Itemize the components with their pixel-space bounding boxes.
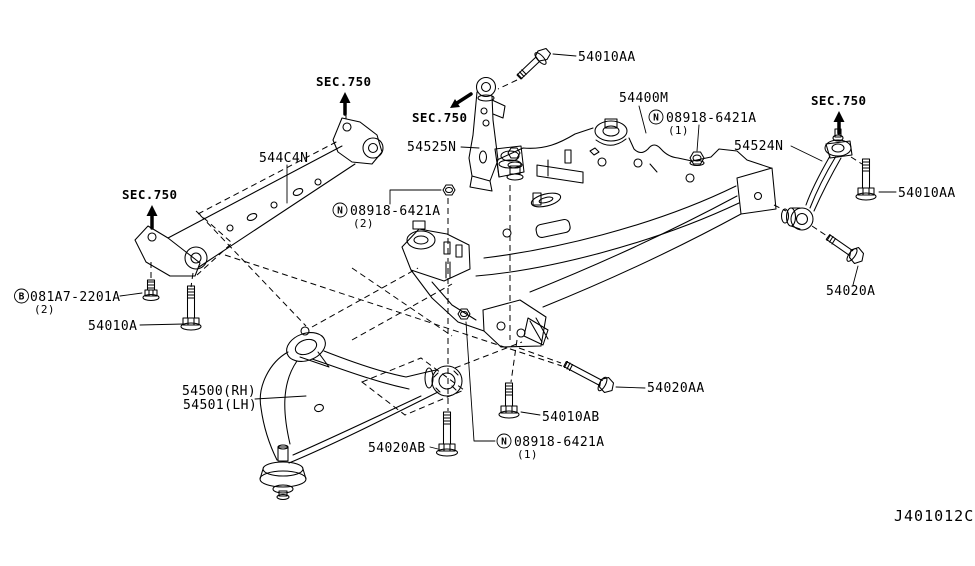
label-54010ab: 54010AB [542, 410, 600, 425]
bolt-081a7-qty: (2) [34, 303, 55, 316]
section-arrows [146, 92, 845, 230]
sec750-mid-arrow [450, 92, 473, 108]
suspension-member-54400m-drawing [401, 118, 777, 348]
bolt-54020aa-drawing [563, 360, 615, 394]
label-nut-upper: N 08918-6421A (1) [648, 109, 757, 137]
label-54020a: 54020A [826, 284, 875, 299]
label-54020aa: 54020AA [647, 381, 705, 396]
nut-upper-number: 08918-6421A [666, 111, 757, 126]
diagram-code: J401012C [894, 507, 974, 525]
bolt-54020a-drawing [825, 234, 865, 265]
label-54525n: 54525N [407, 140, 456, 155]
label-54500rh: 54500(RH) [182, 384, 256, 399]
label-bolt-081a7: B 081A7-2201A (2) [14, 288, 121, 316]
label-54501lh: 54501(LH) [183, 398, 257, 413]
nut-lower-prefix: N [501, 437, 507, 448]
label-54010a: 54010A [88, 319, 137, 334]
leader-lines [119, 53, 897, 450]
nut-center-qty: (2) [353, 217, 374, 230]
label-54010aa-top: 54010AA [578, 50, 636, 65]
label-nut-lower: N 08918-6421A (1) [496, 433, 605, 461]
label-54524n: 54524N [734, 139, 783, 154]
part-labels: SEC.750 SEC.750 SEC.750 SEC.750 54010AA … [14, 50, 974, 525]
gusset-bracket-54525n-drawing [468, 76, 524, 192]
bolt-54010a-drawing [180, 285, 202, 331]
label-sec750-right: SEC.750 [811, 93, 866, 108]
label-sec750-mid: SEC.750 [412, 110, 467, 125]
bolt-54010aa-top-drawing [516, 47, 552, 80]
label-sec750-left: SEC.750 [122, 187, 177, 202]
nut-08918-lower-drawing [457, 308, 471, 320]
label-54010aa-right: 54010AA [898, 186, 956, 201]
nut-08918-upper-drawing [689, 151, 705, 167]
bolt-54010ab-drawing [498, 382, 520, 419]
label-54020ab: 54020AB [368, 441, 426, 456]
crossmember-544c4n-drawing [134, 117, 384, 277]
nut-center-prefix: N [337, 206, 343, 217]
nut-lower-number: 08918-6421A [514, 435, 605, 450]
label-544c4n: 544C4N [259, 151, 308, 166]
bolt-081a7-number: 081A7-2201A [30, 290, 121, 305]
alignment-dashed-lines [150, 79, 863, 416]
nut-08918-center-drawing [442, 184, 456, 196]
label-54400m: 54400M [619, 91, 668, 106]
bolt-081a7-drawing [142, 279, 160, 302]
sec750-top-arrow [339, 92, 351, 116]
sec750-right-arrow [833, 111, 845, 135]
nut-lower-qty: (1) [517, 448, 538, 461]
label-nut-center: N 08918-6421A (2) [332, 202, 441, 230]
nut-center-number: 08918-6421A [350, 204, 441, 219]
bolt-081a7-prefix: B [19, 292, 25, 303]
label-sec750-top: SEC.750 [316, 74, 371, 89]
nut-upper-qty: (1) [668, 124, 689, 137]
transverse-link-54500-drawing [259, 326, 463, 501]
stabilizer-rod-54524n-drawing [780, 128, 853, 231]
bolt-54020ab-drawing [435, 411, 459, 457]
bolt-54010aa-right-drawing [855, 158, 877, 201]
nut-upper-prefix: N [653, 113, 659, 124]
sec750-left-arrow [146, 205, 158, 230]
